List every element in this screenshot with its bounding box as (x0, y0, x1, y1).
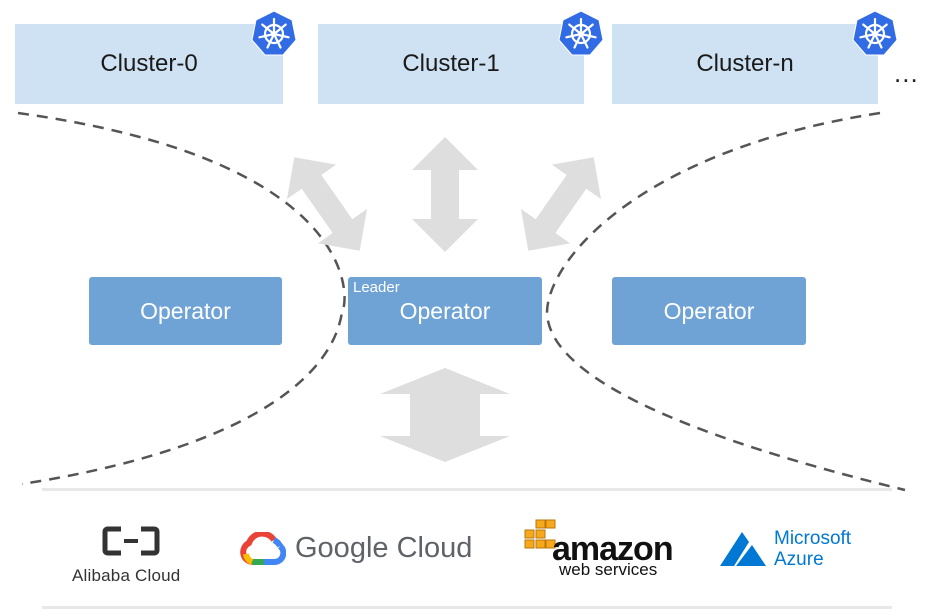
cluster-0-label: Cluster-0 (100, 50, 198, 77)
operator-0-box: Operator (89, 277, 282, 345)
google-cloud-icon (240, 532, 286, 565)
azure-icon (720, 532, 766, 566)
alibaba-cloud-icon (102, 526, 160, 556)
operator-n-label: Operator (663, 297, 755, 324)
aws-web-services-word: web services (559, 560, 658, 579)
operator-leader-box: Operator (348, 277, 542, 345)
cluster-0-box: Cluster-0 (15, 24, 283, 104)
aws-amazon-word: amazon (552, 530, 674, 568)
boundary-left (17, 111, 346, 486)
operator-leader-label: Operator (399, 297, 491, 324)
azure-microsoft-word: Microsoft (774, 528, 852, 549)
operator-0-label: Operator (140, 297, 231, 324)
arrow-cluster0-leader (286, 157, 368, 251)
cluster-1-box: Cluster-1 (318, 24, 584, 104)
kubernetes-icon (852, 10, 898, 56)
cluster-1-label: Cluster-1 (402, 50, 500, 77)
aws-cubes-icon (524, 519, 556, 549)
google-cloud-name: Google Cloud (295, 532, 473, 564)
arrow-cluster1-leader (412, 137, 478, 252)
cluster-n-box: Cluster-n (612, 24, 878, 104)
alibaba-cloud-logo: Alibaba Cloud (72, 522, 192, 588)
cloud-divider-top (42, 488, 892, 491)
google-cloud-logo: Google Cloud (240, 524, 480, 574)
aws-logo: amazon web services (522, 516, 674, 582)
arrow-leader-cloud (380, 368, 510, 462)
alibaba-cloud-name: Alibaba Cloud (72, 566, 181, 585)
cloud-divider-bottom (42, 606, 892, 609)
arrow-clustern-leader (520, 157, 602, 251)
operator-n-box: Operator (612, 277, 806, 345)
leader-tag: Leader (353, 279, 400, 296)
cluster-n-label: Cluster-n (696, 50, 794, 77)
kubernetes-icon (558, 10, 604, 56)
azure-azure-word: Azure (774, 549, 824, 570)
azure-logo: Microsoft Azure (718, 526, 868, 576)
boundary-right (545, 111, 906, 492)
kubernetes-icon (251, 10, 297, 56)
more-clusters-ellipsis: ... (894, 58, 919, 88)
